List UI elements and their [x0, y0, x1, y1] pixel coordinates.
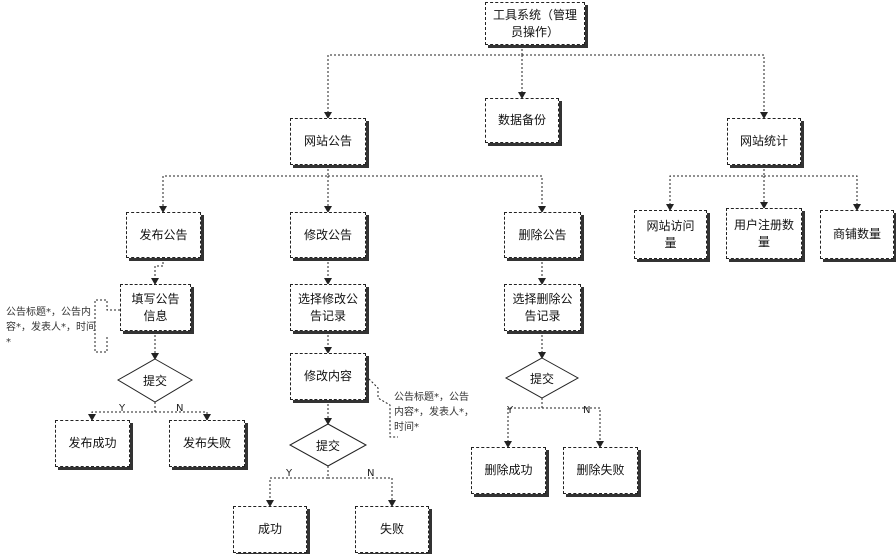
- node-shop-count: 商铺数量: [820, 210, 894, 259]
- edge-announce-publish: [159, 165, 329, 213]
- node-stats: 网站统计: [727, 118, 801, 165]
- label-yes-modify: Y: [286, 468, 293, 479]
- decision-label-delete: 提交: [529, 372, 554, 386]
- note-publish-fields: 公告标题*，公告内容*，发表人*，时间*: [6, 307, 96, 348]
- node-select-modify: 选择修改公告记录: [290, 284, 366, 331]
- edge-submit-publish-no: [155, 411, 211, 421]
- node-root: 工具系统（管理员操作）: [485, 2, 585, 45]
- node-success: 成功: [233, 506, 307, 553]
- edge-stats-visits: [666, 165, 765, 211]
- node-publish-fail: 发布失败: [169, 420, 245, 467]
- decision-submit-publish: [117, 358, 193, 403]
- note-modify-fields: 公告标题*，公告内容*，发表人*，时间*: [394, 392, 474, 433]
- node-delete-success: 删除成功: [471, 447, 546, 494]
- decision-label-publish: 提交: [142, 374, 167, 388]
- label-no-delete: N: [583, 405, 591, 416]
- label-yes-delete: Y: [507, 405, 514, 416]
- decision-submit-delete: [504, 357, 580, 399]
- note-bracket-modify: [365, 375, 398, 438]
- node-delete-fail: 删除失败: [563, 447, 638, 494]
- node-modify: 修改公告: [290, 212, 366, 258]
- edge-submit-modify-no: [328, 477, 396, 507]
- edge-submit-delete-no: [542, 407, 604, 448]
- decision-submit-modify: [288, 423, 368, 467]
- edge-root-announce: [324, 45, 523, 119]
- note-bracket-publish: [94, 299, 120, 353]
- node-user-registrations: 用户注册数量: [726, 208, 802, 259]
- node-fail: 失败: [355, 506, 429, 553]
- node-site-visits: 网站访问量: [634, 210, 707, 259]
- node-fill-info: 填写公告信息: [120, 284, 191, 331]
- edge-submit-delete-yes: [504, 398, 543, 448]
- edge-root-stats: [522, 54, 768, 119]
- node-delete: 删除公告: [504, 212, 581, 258]
- label-no-modify: N: [367, 468, 375, 479]
- decision-label-modify: 提交: [315, 439, 340, 453]
- edge-publish-fill: [151, 258, 164, 285]
- edge-submit-modify-yes: [266, 466, 329, 507]
- node-select-delete: 选择删除公告记录: [504, 284, 581, 331]
- node-publish: 发布公告: [126, 212, 201, 258]
- edge-submit-publish-yes: [88, 402, 156, 421]
- label-yes-publish: Y: [119, 403, 126, 414]
- node-publish-success: 发布成功: [55, 420, 130, 467]
- edge-stats-shops: [764, 175, 861, 211]
- edge-announce-delete: [328, 175, 546, 213]
- node-modify-content: 修改内容: [290, 353, 366, 400]
- node-announce: 网站公告: [290, 118, 366, 165]
- label-no-publish: N: [176, 403, 184, 414]
- node-backup: 数据备份: [485, 98, 559, 143]
